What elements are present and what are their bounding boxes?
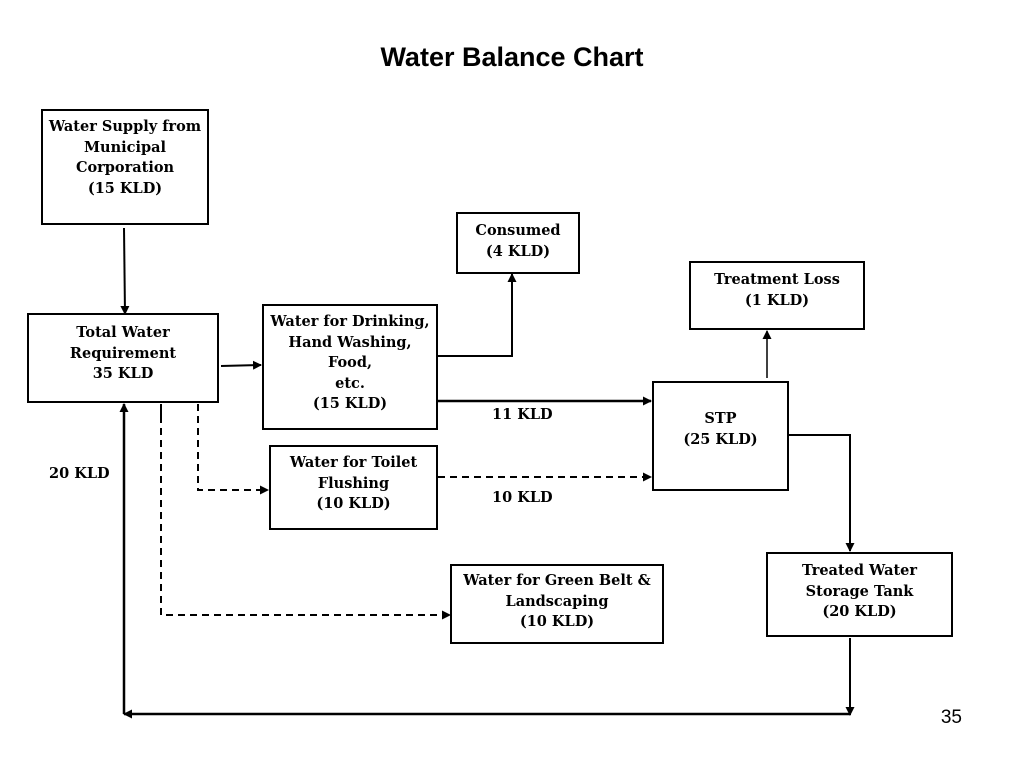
box-line: Water for Drinking, bbox=[270, 313, 430, 330]
box-line: (10 KLD) bbox=[316, 495, 391, 512]
box-line: Landscaping bbox=[505, 592, 609, 610]
page-title: Water Balance Chart bbox=[380, 42, 644, 72]
stp-box: STP (25 KLD) bbox=[652, 381, 789, 491]
box-line: etc. bbox=[335, 374, 365, 392]
box-line: Treatment Loss bbox=[714, 271, 840, 288]
flow-label-recycled-return: 20 KLD bbox=[49, 465, 110, 482]
box-line: (1 KLD) bbox=[744, 291, 810, 309]
municipal-supply-box: Water Supply from Municipal Corporation … bbox=[41, 109, 209, 225]
drinking-box: Water for Drinking, Hand Washing, Food, … bbox=[262, 304, 438, 430]
arrow-drinking-to-consumed bbox=[437, 273, 517, 357]
box-line: 35 KLD bbox=[92, 365, 154, 382]
box-line: Flushing bbox=[317, 474, 390, 492]
box-line: Storage Tank bbox=[805, 582, 914, 600]
box-line: Water for Green Belt & bbox=[463, 572, 651, 589]
consumed-box: Consumed (4 KLD) bbox=[456, 212, 580, 274]
page-number: 35 bbox=[940, 707, 962, 728]
box-line: (4 KLD) bbox=[485, 242, 551, 260]
box-line: (25 KLD) bbox=[683, 430, 758, 448]
flow-label-toilet-to-stp: 10 KLD bbox=[492, 489, 553, 506]
total-requirement-box: Total Water Requirement 35 KLD bbox=[27, 313, 219, 403]
box-line: Requirement bbox=[69, 344, 177, 362]
box-line: (15 KLD) bbox=[87, 179, 163, 197]
box-line: Corporation bbox=[75, 159, 175, 176]
treatment-loss-box: Treatment Loss (1 KLD) bbox=[689, 261, 865, 330]
box-line: Municipal bbox=[83, 138, 167, 156]
box-line: Total Water bbox=[76, 324, 170, 341]
green-belt-box: Water for Green Belt & Landscaping (10 K… bbox=[450, 564, 664, 644]
box-line: (20 KLD) bbox=[822, 603, 897, 620]
treated-storage-box: Treated Water Storage Tank (20 KLD) bbox=[766, 552, 953, 637]
box-line: Water Supply from bbox=[48, 118, 202, 135]
box-line: Treated Water bbox=[801, 562, 918, 579]
flow-label-drinking-to-stp: 11 KLD bbox=[492, 406, 553, 423]
arrow-requirement-to-green-belt bbox=[160, 404, 451, 620]
box-line: STP bbox=[704, 410, 737, 427]
arrow-supply-to-requirement bbox=[120, 227, 130, 315]
box-line: Water for Toilet bbox=[289, 454, 418, 471]
arrow-requirement-to-toilet bbox=[197, 404, 269, 495]
arrow-requirement-to-drinking bbox=[220, 360, 262, 370]
box-line: Consumed bbox=[475, 222, 561, 239]
box-line: (15 KLD) bbox=[312, 395, 388, 412]
arrow-stp-to-storage bbox=[789, 434, 855, 552]
toilet-flushing-box: Water for Toilet Flushing (10 KLD) bbox=[269, 445, 438, 530]
box-line: Hand Washing, Food, bbox=[288, 333, 412, 372]
box-line: (10 KLD) bbox=[519, 613, 595, 630]
